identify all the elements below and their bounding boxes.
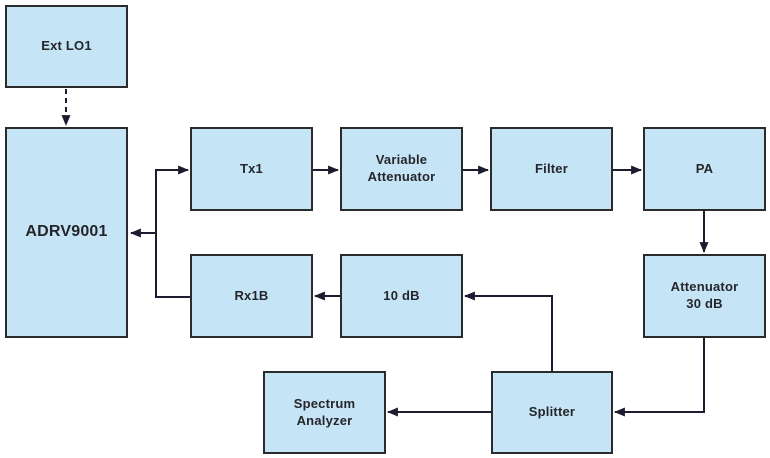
node-filter: Filter <box>490 127 613 211</box>
node-variable-attenuator: Variable Attenuator <box>340 127 463 211</box>
node-pa: PA <box>643 127 766 211</box>
connector-adrv9001-to-tx1 <box>155 165 189 233</box>
node-adrv9001: ADRV9001 <box>5 127 128 338</box>
node-ext-lo1: Ext LO1 <box>5 5 128 88</box>
connector-rx1b-to-adrv9001 <box>130 228 190 298</box>
node-spectrum-analyzer: Spectrum Analyzer <box>263 371 386 454</box>
connector-splitter-to-10db <box>464 291 553 371</box>
node-tx1: Tx1 <box>190 127 313 211</box>
node-10db: 10 dB <box>340 254 463 338</box>
node-rx1b: Rx1B <box>190 254 313 338</box>
connector-attenuator-30db-to-splitter <box>614 338 705 417</box>
node-attenuator-30db: Attenuator 30 dB <box>643 254 766 338</box>
node-splitter: Splitter <box>491 371 613 454</box>
